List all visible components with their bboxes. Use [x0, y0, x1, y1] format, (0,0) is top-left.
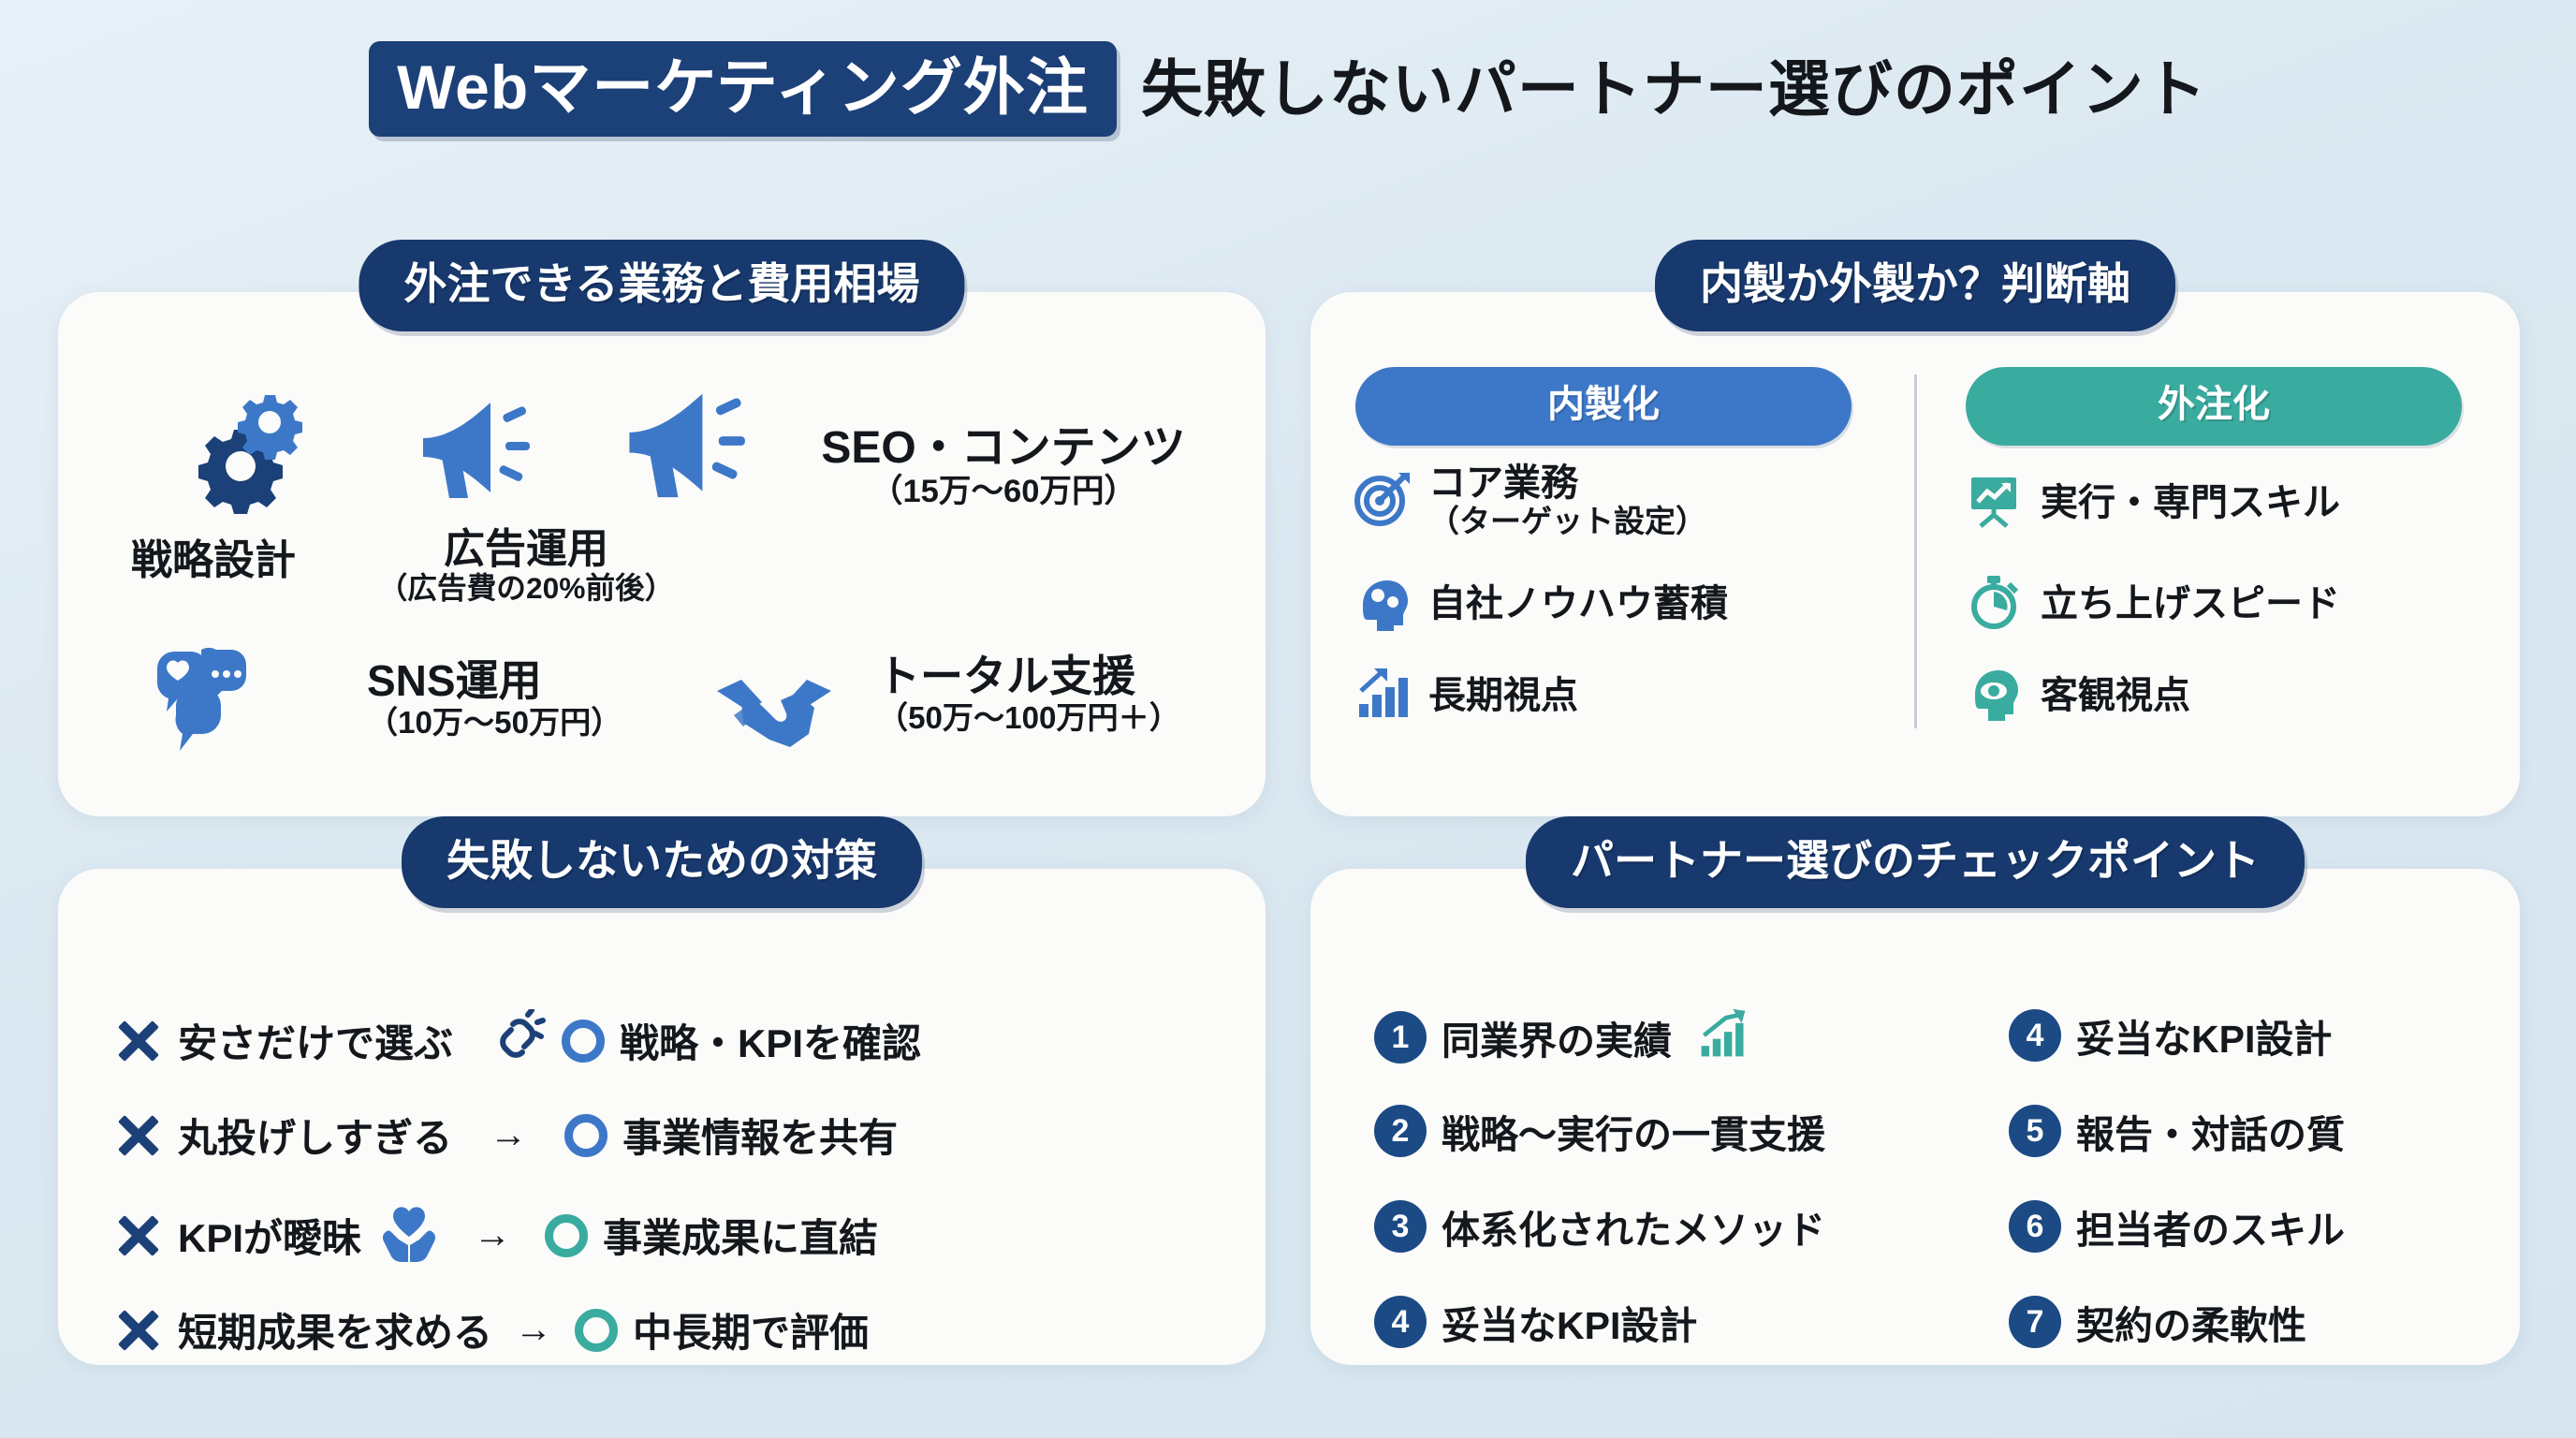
measure-good-label: 中長期で評価	[633, 1311, 870, 1355]
checklist-item: 3 体系化されたメソッド	[1374, 1198, 1825, 1255]
checklist-label: 同業界の実績	[1442, 1019, 1672, 1063]
measure-row: 安さだけで選ぶ 戦略・KPIを確認	[116, 1007, 922, 1072]
arrow-icon: →	[474, 1214, 512, 1255]
number-badge: 2	[1374, 1105, 1427, 1157]
x-icon	[116, 1308, 161, 1353]
service-price-sns: （10万〜50万円）	[367, 705, 622, 741]
o-icon	[575, 1308, 619, 1352]
service-label-ads: 広告運用 （広告費の20%前後）	[377, 526, 675, 606]
handshake-icon	[713, 667, 835, 765]
card-decision: 内製か外製か？判断軸 内製化 外注化 コア業務 （ターゲット設定）	[1310, 240, 2520, 816]
checklist-label: 担当者のスキル	[2076, 1209, 2345, 1252]
page-title: 失敗しないパートナー選びのポイント	[1140, 54, 2207, 124]
checklist-label: 契約の柔軟性	[2076, 1304, 2306, 1347]
measure-good-label: 事業成果に直結	[603, 1216, 879, 1260]
measure-row: KPIが曖昧 → 事業成果に直結	[116, 1204, 878, 1267]
outsource-label-objective: 客観視点	[2041, 675, 2190, 717]
arrow-icon: →	[515, 1309, 553, 1350]
x-icon	[116, 1213, 161, 1258]
o-icon	[545, 1213, 589, 1257]
presentation-chart-icon	[1966, 472, 2024, 535]
chat-bubbles-icon	[152, 647, 259, 756]
gears-icon	[170, 393, 311, 520]
arrow-icon: →	[490, 1114, 528, 1155]
checklist-item: 6 担当者のスキル	[2009, 1198, 2345, 1255]
bar-chart-up-icon	[1354, 665, 1412, 727]
pill-outsource: 外注化	[1966, 367, 2462, 446]
outsource-item-skill: 実行・専門スキル	[1966, 472, 2340, 535]
number-badge: 4	[1374, 1296, 1427, 1348]
page-header: Webマーケティング外注 失敗しないパートナー選びのポイント	[0, 28, 2576, 150]
checklist-item: 7 契約の柔軟性	[2009, 1294, 2306, 1350]
measure-good-label: 事業情報を共有	[622, 1116, 899, 1160]
checklist-item: 4 妥当なKPI設計	[1374, 1294, 1697, 1350]
megaphone-icon	[414, 395, 535, 512]
checklist-label: 報告・対話の質	[2076, 1113, 2345, 1156]
checklist-item: 5 報告・対話の質	[2009, 1103, 2345, 1159]
card-measures-title: 失敗しないための対策	[402, 816, 922, 908]
outsource-item-speed: 立ち上げスピード	[1966, 573, 2340, 636]
number-badge: 5	[2009, 1105, 2061, 1157]
column-divider	[1914, 374, 1917, 728]
outsource-label-speed: 立ち上げスピード	[2041, 583, 2340, 625]
checklist-label: 妥当なKPI設計	[2076, 1018, 2333, 1061]
measure-bad-label: 短期成果を求める	[178, 1311, 493, 1355]
megaphone-icon	[615, 386, 755, 512]
stopwatch-icon	[1966, 573, 2024, 636]
title-badge: Webマーケティング外注	[369, 41, 1117, 137]
inhouse-sub-core: （ターゲット設定）	[1428, 503, 1706, 538]
card-measures: 失敗しないための対策 安さだけで選ぶ 戦略・KPIを確認 丸投げしすぎる → 事…	[58, 816, 1266, 1365]
service-label-total: トータル支援 （50万〜100万円＋）	[877, 652, 1180, 736]
bar-chart-up-icon	[1696, 1007, 1750, 1066]
service-price-seo: （15万〜60万円）	[870, 473, 1137, 509]
checklist-label: 戦略〜実行の一貫支援	[1442, 1113, 1825, 1156]
heart-hands-icon	[378, 1204, 440, 1267]
outsource-label-skill: 実行・専門スキル	[2041, 482, 2340, 524]
measure-row: 短期成果を求める → 中長期で評価	[116, 1301, 869, 1358]
measure-bad-label: KPIが曖昧	[178, 1216, 362, 1260]
measure-bad-label: 安さだけで選ぶ	[178, 1021, 454, 1065]
checklist-item: 1 同業界の実績	[1374, 1007, 1750, 1066]
broken-link-icon	[490, 1007, 549, 1072]
measure-row: 丸投げしすぎる → 事業情報を共有	[116, 1107, 898, 1164]
measure-bad-label: 丸投げしすぎる	[178, 1116, 453, 1160]
service-price-ads: （広告費の20%前後）	[377, 571, 675, 606]
service-label-seo: SEO・コンテンツ （15万〜60万円）	[821, 423, 1186, 509]
inhouse-label-longterm: 長期視点	[1428, 675, 1578, 717]
number-badge: 3	[1374, 1200, 1427, 1253]
service-label-sns: SNS運用 （10万〜50万円）	[367, 656, 622, 741]
o-icon	[564, 1113, 608, 1157]
head-eye-icon	[1966, 665, 2024, 727]
card-decision-title: 内製か外製か？判断軸	[1655, 240, 2175, 331]
card-services-title: 外注できる業務と費用相場	[359, 240, 965, 331]
number-badge: 4	[2009, 1009, 2061, 1062]
card-checklist: パートナー選びのチェックポイント 1 同業界の実績 2 戦略〜実行の一貫支援 3…	[1310, 816, 2520, 1365]
inhouse-label-knowhow: 自社ノウハウ蓄積	[1428, 583, 1728, 625]
x-icon	[116, 1113, 161, 1158]
number-badge: 6	[2009, 1200, 2061, 1253]
measure-good-label: 戦略・KPIを確認	[620, 1021, 922, 1065]
number-badge: 7	[2009, 1296, 2061, 1348]
inhouse-item-longterm: 長期視点	[1354, 665, 1578, 727]
o-icon	[562, 1019, 606, 1063]
inhouse-item-knowhow: 自社ノウハウ蓄積	[1354, 573, 1728, 636]
service-label-strategy: 戦略設計	[131, 537, 296, 583]
card-services: 外注できる業務と費用相場 戦略設計	[58, 240, 1266, 816]
outsource-item-objective: 客観視点	[1966, 665, 2190, 727]
x-icon	[116, 1019, 161, 1064]
inhouse-item-core: コア業務 （ターゲット設定）	[1354, 462, 1706, 539]
checklist-item: 2 戦略〜実行の一貫支援	[1374, 1103, 1825, 1159]
checklist-item: 4 妥当なKPI設計	[2009, 1007, 2332, 1064]
head-gears-icon	[1354, 573, 1412, 636]
checklist-label: 妥当なKPI設計	[1442, 1304, 1698, 1347]
number-badge: 1	[1374, 1010, 1427, 1064]
target-icon	[1354, 469, 1412, 532]
service-price-total: （50万〜100万円＋）	[877, 700, 1180, 736]
checklist-label: 体系化されたメソッド	[1442, 1209, 1825, 1252]
pill-inhouse: 内製化	[1355, 367, 1852, 446]
card-checklist-title: パートナー選びのチェックポイント	[1526, 816, 2305, 908]
inhouse-label-core: コア業務	[1428, 462, 1578, 504]
